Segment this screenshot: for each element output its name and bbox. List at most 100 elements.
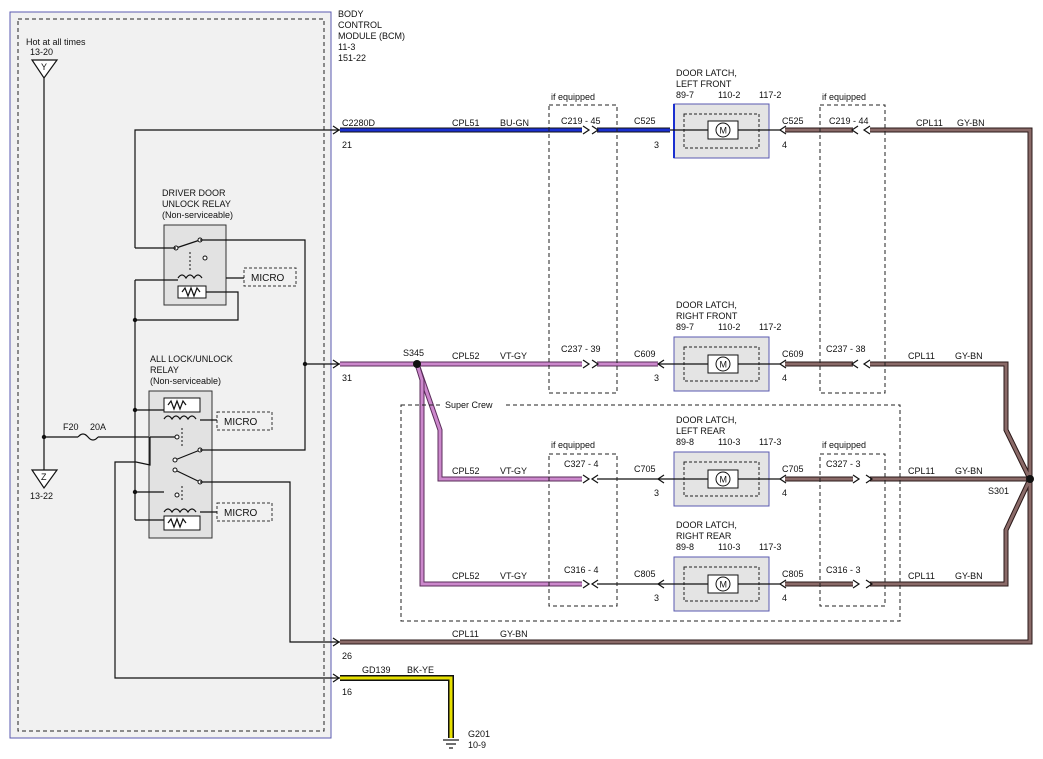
svg-text:LEFT FRONT: LEFT FRONT [676, 79, 732, 89]
wire-cpl52b-color: VT-GY [500, 466, 527, 476]
if-equipped-lr-left: if equipped [551, 440, 595, 450]
inline-arrows-left [582, 125, 600, 589]
pin-21-arrow-icon [332, 125, 341, 135]
ground-name: G201 [468, 729, 490, 739]
bcm-module-inner-dash [17, 18, 325, 732]
splice-s301-label: S301 [988, 486, 1009, 496]
pin-21-number: 21 [342, 140, 352, 150]
power-label: Hot at all times [26, 37, 86, 47]
svg-text:DOOR LATCH,: DOOR LATCH, [676, 415, 737, 425]
pin-16-number: 16 [342, 687, 352, 697]
svg-text:Z: Z [41, 472, 47, 482]
all-relay-micro1: MICRO [224, 417, 258, 428]
lr-out-conn: C705 [782, 464, 804, 474]
lf-out-pin: 4 [782, 140, 787, 150]
pin-16-arrow-icon [332, 673, 341, 683]
wire-cpl11c-color: GY-BN [955, 466, 983, 476]
svg-text:DOOR LATCH,: DOOR LATCH, [676, 68, 737, 78]
lf-mid-left: C219 - 45 [561, 116, 601, 126]
latch-right-front: DOOR LATCH, RIGHT FRONT 89-7 110-2 117-2… [656, 300, 787, 392]
driver-relay-title-1: DRIVER DOOR [162, 188, 226, 198]
pin-26-arrow-icon [332, 637, 341, 647]
wire-cpl51-color: BU-GN [500, 118, 529, 128]
all-relay-title-3: (Non-serviceable) [150, 376, 221, 386]
wire-cpl11e-color: GY-BN [500, 629, 528, 639]
svg-text:LEFT REAR: LEFT REAR [676, 426, 726, 436]
svg-text:DOOR LATCH,: DOOR LATCH, [676, 300, 737, 310]
lr-mid-right: C327 - 3 [826, 459, 861, 469]
ground-g201-icon [443, 739, 459, 749]
inline-arrows-right [850, 125, 874, 589]
inline-box-lf-left [548, 104, 618, 394]
all-relay-coil-top-icon [163, 397, 201, 421]
bcm-title-3: MODULE (BCM) [338, 31, 405, 41]
super-crew-region [400, 404, 901, 622]
power-node-z-icon: Z [30, 469, 59, 490]
rr-out-conn: C805 [782, 569, 804, 579]
bcm-ref-2: 151-22 [338, 53, 366, 63]
wire-cpl52b-name: CPL52 [452, 466, 480, 476]
wire-cpl52a-color: VT-GY [500, 351, 527, 361]
wire-cpl11a-color: GY-BN [957, 118, 985, 128]
all-relay-title-2: RELAY [150, 365, 179, 375]
svg-text:110-3: 110-3 [718, 542, 740, 552]
inline-box-lf-right [819, 104, 886, 394]
inline-box-lr-left [548, 453, 618, 607]
pin-31-number: 31 [342, 373, 352, 383]
wire-gd139 [340, 675, 454, 738]
latch-left-rear: DOOR LATCH, LEFT REAR 89-8 110-3 117-3 M [656, 415, 787, 507]
fuse-label: F20 [63, 422, 79, 432]
svg-text:89-8: 89-8 [676, 542, 694, 552]
driver-relay-micro-box [243, 267, 297, 287]
wire-cpl11a-name: CPL11 [916, 118, 943, 128]
wire-cpl52 [340, 361, 658, 587]
pin-26-number: 26 [342, 651, 352, 661]
latch-lr-motor-icon: M [707, 469, 739, 489]
if-equipped-lr-right: if equipped [822, 440, 866, 450]
rr-mid-right: C316 - 3 [826, 565, 861, 575]
svg-text:RIGHT FRONT: RIGHT FRONT [676, 311, 738, 321]
svg-text:110-2: 110-2 [718, 322, 740, 332]
latch-rf-motor-icon: M [707, 354, 739, 374]
svg-text:DOOR LATCH,: DOOR LATCH, [676, 520, 737, 530]
splice-s301-dot [1026, 475, 1034, 483]
all-relay-coil-bottom-icon [163, 508, 201, 531]
fuse-rating: 20A [90, 422, 106, 432]
splice-s345-dot [413, 360, 421, 368]
svg-text:M: M [720, 360, 728, 370]
svg-text:117-2: 117-2 [759, 90, 781, 100]
driver-relay-title-3: (Non-serviceable) [162, 210, 233, 220]
rr-out-pin: 4 [782, 593, 787, 603]
rf-out-pin: 4 [782, 373, 787, 383]
svg-text:110-2: 110-2 [718, 90, 740, 100]
wire-gd139-color: BK-YE [407, 665, 434, 675]
svg-text:M: M [720, 126, 728, 136]
latch-left-front: DOOR LATCH, LEFT FRONT 89-7 110-2 117-2 … [670, 68, 787, 159]
all-relay-micro2: MICRO [224, 508, 258, 519]
wire-cpl52a-name: CPL52 [452, 351, 480, 361]
svg-text:89-7: 89-7 [676, 90, 694, 100]
rf-mid-right: C237 - 38 [826, 344, 866, 354]
lf-in-pin: 3 [654, 140, 659, 150]
lf-out-conn: C525 [782, 116, 804, 126]
splice-s345-label: S345 [403, 348, 424, 358]
lr-in-conn: C705 [634, 464, 656, 474]
svg-text:Y: Y [41, 62, 47, 72]
bcm-title-1: BODY [338, 9, 364, 19]
latch-lf-motor-icon: M [707, 120, 739, 140]
svg-text:110-3: 110-3 [718, 437, 740, 447]
rr-in-conn: C805 [634, 569, 656, 579]
lr-mid-left: C327 - 4 [564, 459, 599, 469]
lr-out-pin: 4 [782, 488, 787, 498]
latch-rr-motor-icon: M [707, 574, 739, 594]
power-node-y-icon: Y [30, 59, 59, 80]
driver-relay-micro: MICRO [251, 273, 285, 284]
all-relay-box [148, 390, 213, 539]
wire-cpl11d-color: GY-BN [955, 571, 983, 581]
bcm-module-box [9, 11, 332, 739]
if-equipped-lf-right: if equipped [822, 92, 866, 102]
rf-in-pin: 3 [654, 373, 659, 383]
driver-relay-coil-icon [177, 274, 207, 299]
svg-text:89-8: 89-8 [676, 437, 694, 447]
